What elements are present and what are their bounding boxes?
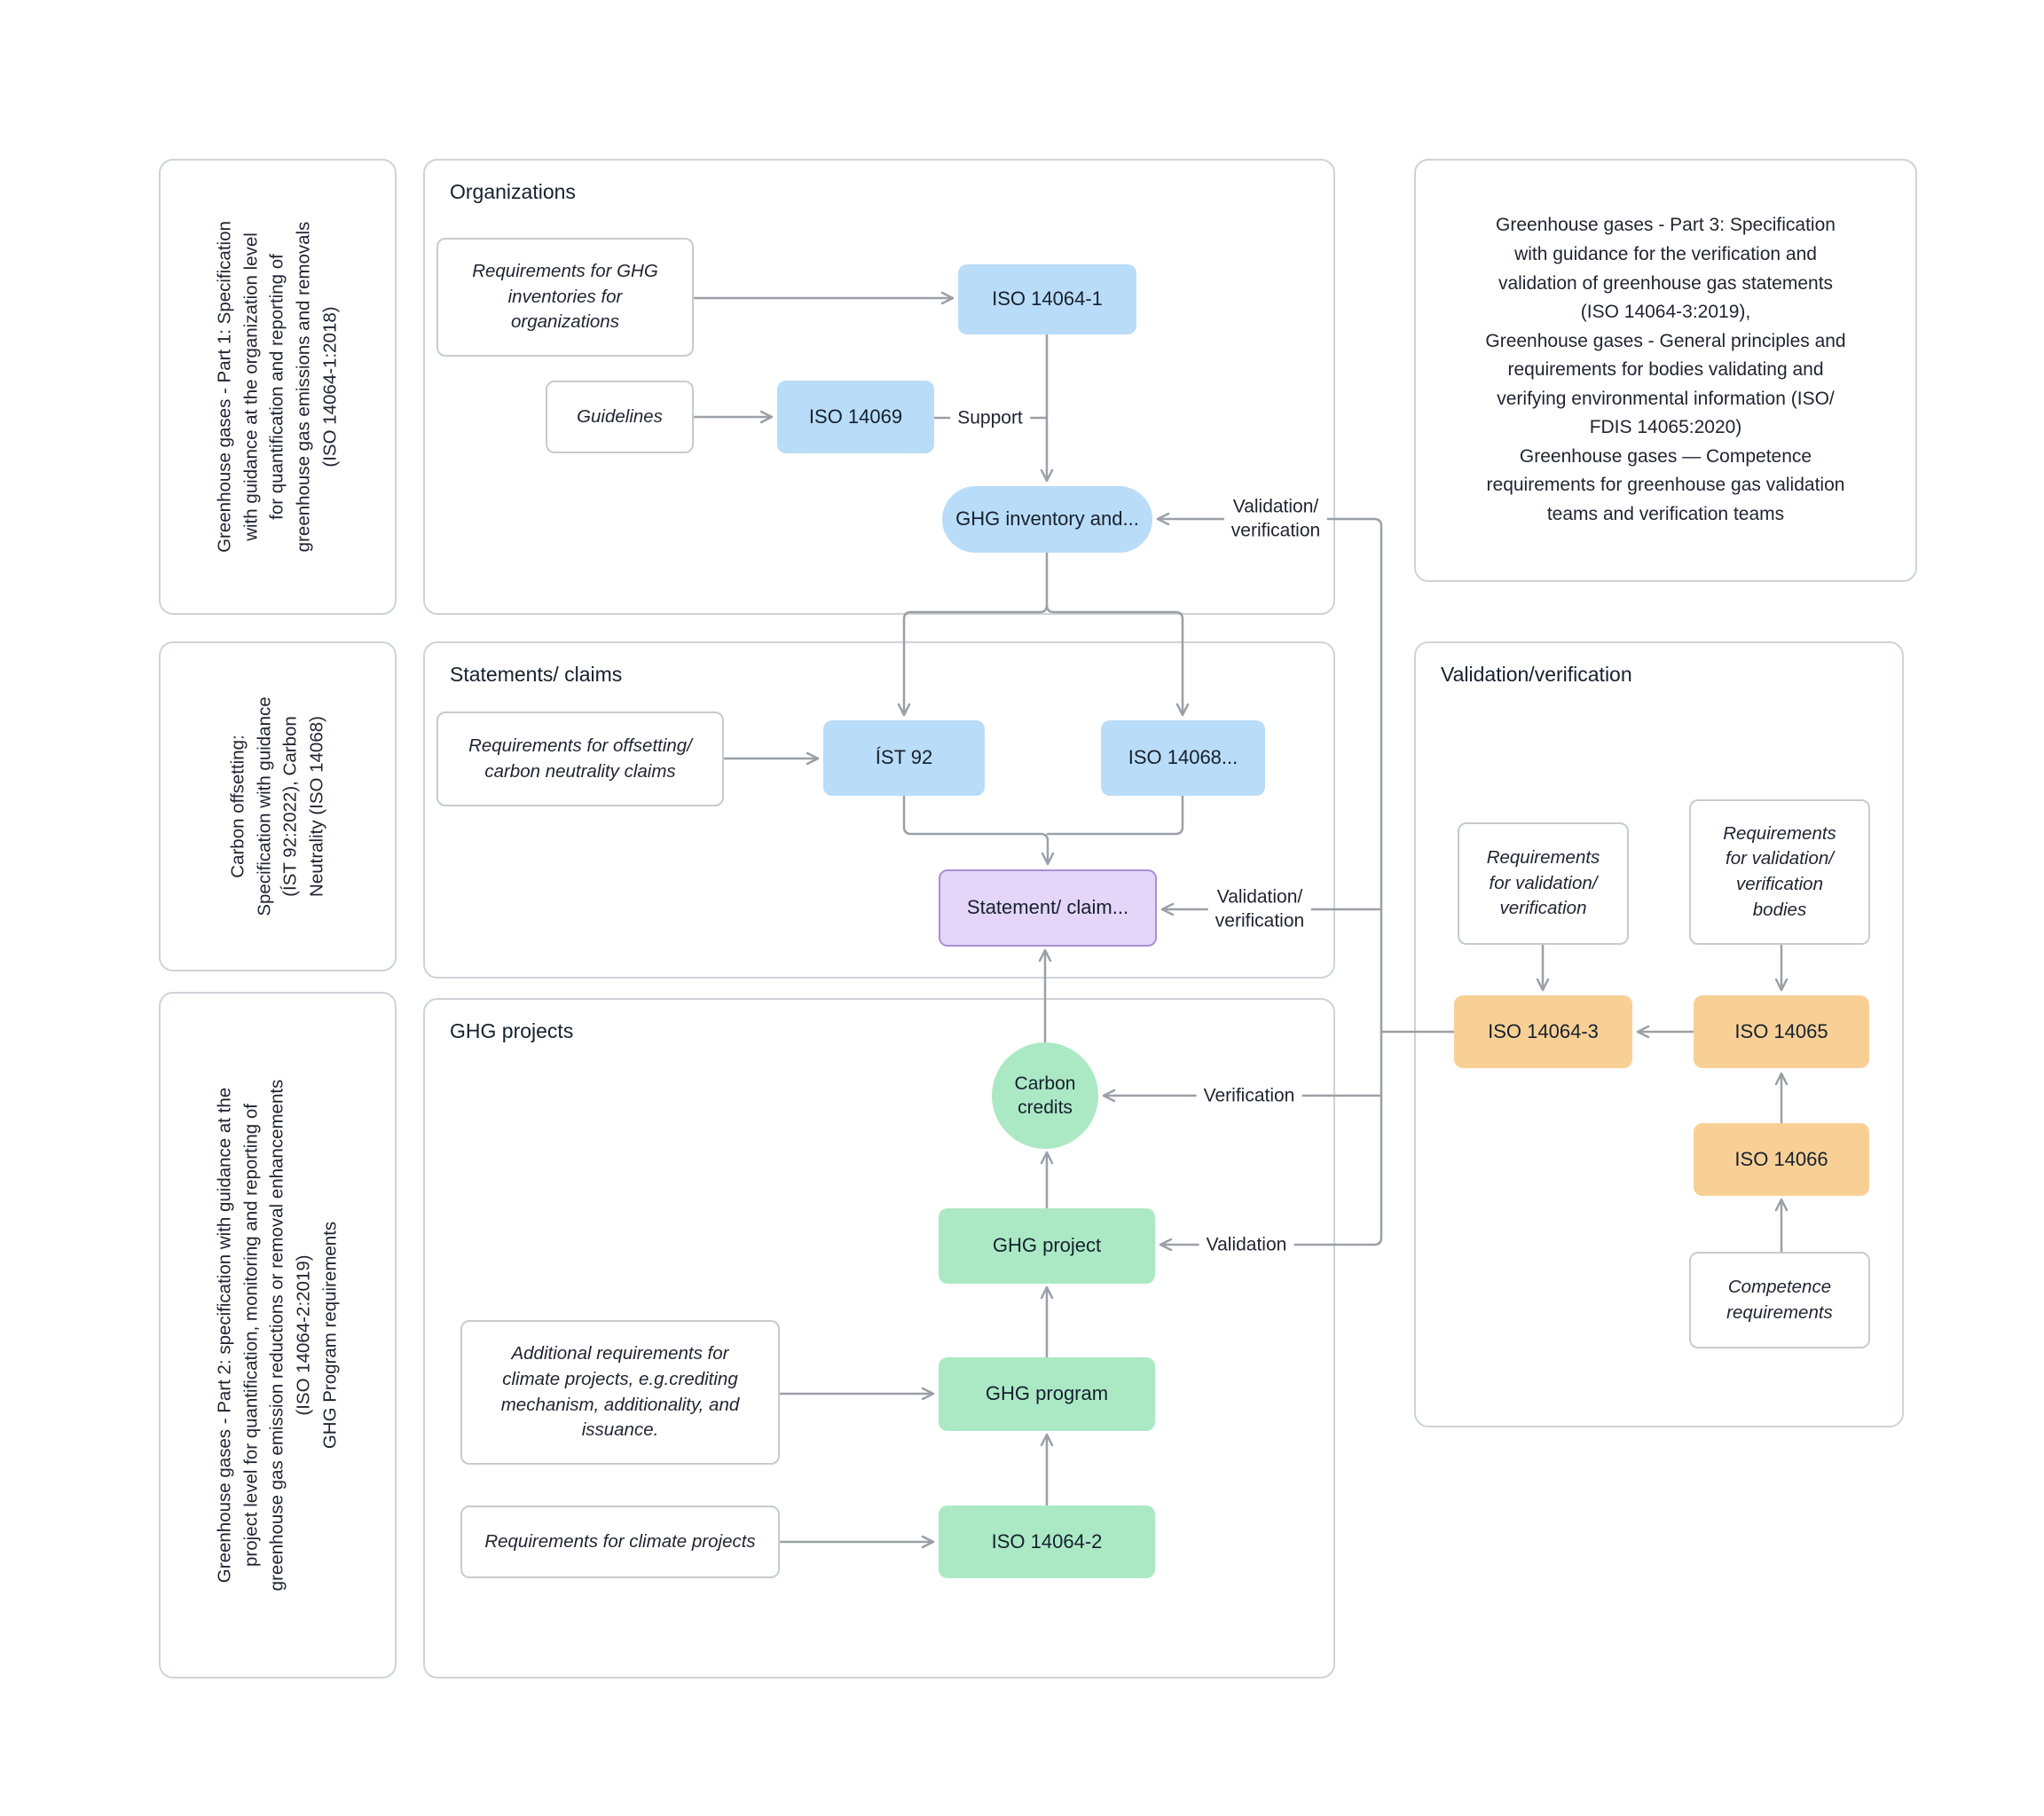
panel-part2-sidebar: Greenhouse gases - Part 2: specification…: [159, 992, 397, 1678]
guidelines-box: Guidelines: [546, 381, 694, 453]
node-iso-14064-3: ISO 14064-3: [1454, 995, 1632, 1068]
node-iso-14065: ISO 14065: [1694, 995, 1869, 1068]
part2-sidebar-text: Greenhouse gases - Part 2: specification…: [214, 1079, 341, 1592]
panel-validation-verification-title: Validation/verification: [1441, 663, 1632, 686]
node-iso-14069: ISO 14069: [777, 381, 934, 453]
additional-requirements-box: Additional requirements for climate proj…: [460, 1320, 780, 1465]
node-carbon-credits: Carbon credits: [992, 1042, 1098, 1149]
req-validation-bodies-box: Requirements for validation/ verificatio…: [1689, 799, 1870, 945]
label-validation-verification-inventory: Validation/ verification: [1223, 492, 1328, 546]
panel-part1-sidebar: Greenhouse gases - Part 1: Specification…: [159, 159, 397, 615]
label-validation: Validation: [1199, 1230, 1294, 1259]
panel-statements: Statements/ claims: [423, 641, 1335, 979]
node-iso-14064-2: ISO 14064-2: [939, 1505, 1155, 1578]
req-validation-box: Requirements for validation/ verificatio…: [1458, 822, 1629, 945]
node-ghg-program: GHG program: [939, 1357, 1155, 1431]
panel-statements-title: Statements/ claims: [450, 663, 623, 686]
label-validation-verification-statement: Validation/ verification: [1207, 883, 1312, 936]
req-offsetting-box: Requirements for offsetting/ carbon neut…: [436, 711, 724, 806]
panel-offsetting-sidebar: Carbon offsetting: Specification with gu…: [159, 641, 397, 971]
label-verification: Verification: [1196, 1081, 1302, 1110]
node-ghg-inventory: GHG inventory and...: [942, 486, 1152, 553]
panel-part3-text: Greenhouse gases - Part 3: Specification…: [1414, 159, 1917, 582]
part1-sidebar-text: Greenhouse gases - Part 1: Specification…: [214, 221, 341, 553]
node-iso-14066: ISO 14066: [1694, 1123, 1869, 1196]
offsetting-sidebar-text: Carbon offsetting: Specification with gu…: [227, 696, 327, 916]
competence-requirements-box: Competence requirements: [1689, 1252, 1870, 1348]
label-support: Support: [950, 404, 1030, 432]
req-ghg-inventories-box: Requirements for GHG inventories for org…: [436, 238, 694, 357]
node-ist-92: ÍST 92: [823, 720, 985, 796]
panel-organizations-title: Organizations: [450, 180, 576, 203]
panel-ghg-projects-title: GHG projects: [450, 1019, 574, 1042]
node-iso-14064-1: ISO 14064-1: [958, 264, 1136, 334]
req-climate-projects-box: Requirements for climate projects: [460, 1505, 780, 1578]
node-statement-claim: Statement/ claim...: [939, 869, 1157, 947]
node-ghg-project: GHG project: [939, 1208, 1155, 1284]
node-iso-14068: ISO 14068...: [1101, 720, 1265, 796]
